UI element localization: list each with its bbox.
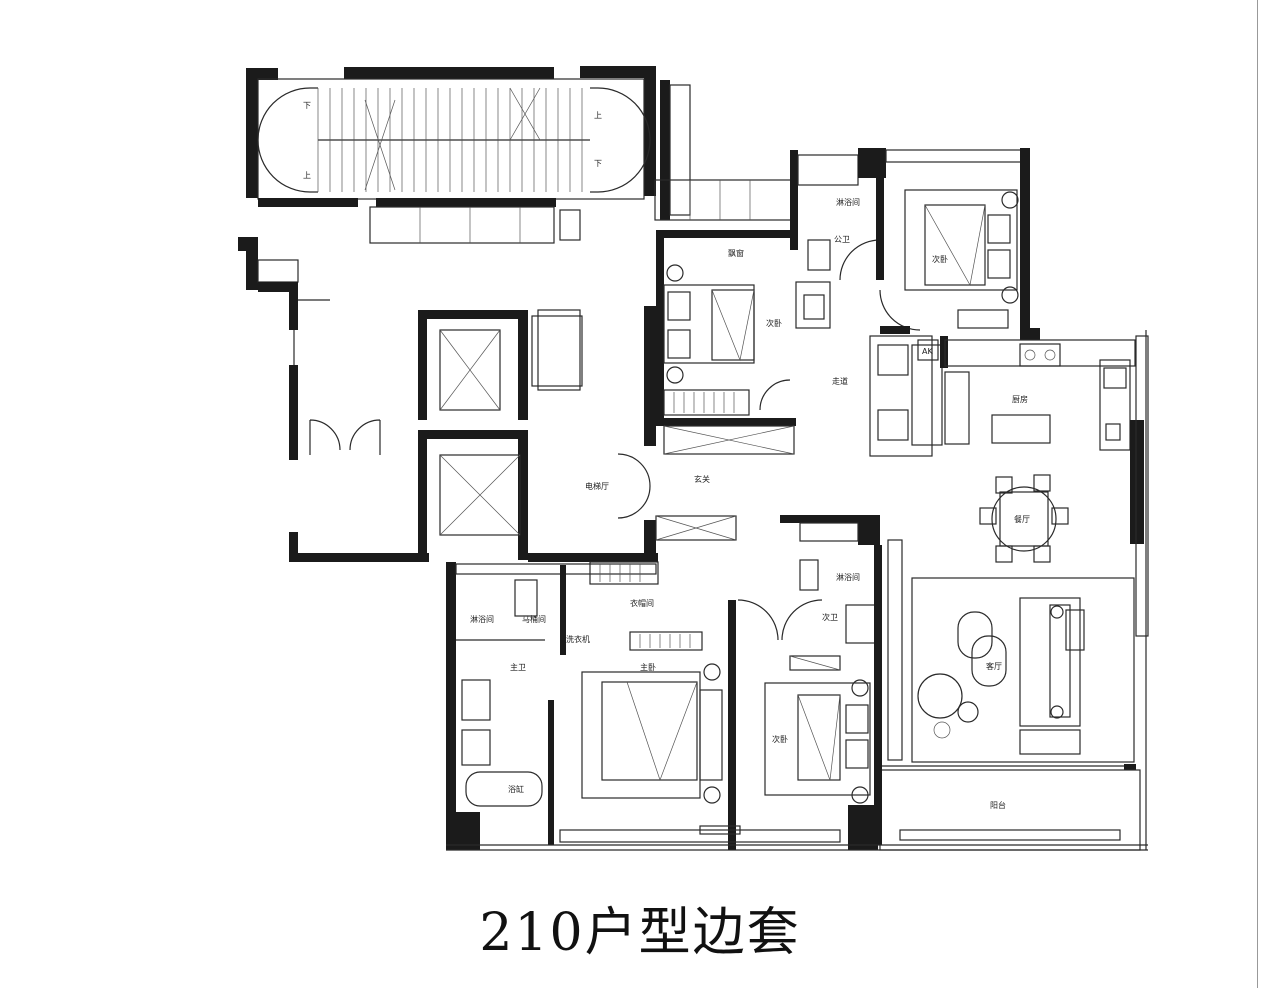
north-bedroom: 飘窗 次卧: [654, 80, 796, 455]
master-suite: 淋浴间 马桶间 洗衣机 衣帽间 主卫 浴缸 主卧: [446, 561, 841, 850]
toilet-master-label: 马桶间: [522, 614, 546, 624]
entrance-label: 玄关: [694, 474, 710, 484]
stairwell: 下 上 上 下: [246, 66, 656, 244]
kitchen-label: 厨房: [1012, 394, 1028, 404]
stair-down-label-left: 下: [303, 101, 311, 110]
stair-up-label-left: 上: [303, 171, 311, 180]
corridor-label: 走道: [832, 376, 848, 386]
bedroom-north-label: 次卧: [766, 318, 782, 328]
second-bath-label: 次卫: [822, 612, 838, 622]
dining-label: 餐厅: [1014, 515, 1030, 524]
northeast-suite: 淋浴间 公卫 次卧 走道: [790, 148, 1040, 386]
shower-master-label: 淋浴间: [470, 614, 494, 624]
kitchen-ak-label: AK: [922, 347, 933, 356]
elevator-area: 电梯厅 玄关: [238, 237, 710, 562]
balcony-label: 阳台: [990, 800, 1006, 810]
master-bath-label: 主卫: [510, 662, 526, 672]
south-bedroom: 淋浴间 次卫 次卧: [764, 515, 882, 850]
closet-label: 衣帽间: [630, 598, 654, 608]
bedroom-ne-label: 次卧: [932, 254, 948, 264]
elevator-hall-label: 电梯厅: [585, 481, 609, 491]
bedroom-south-label: 次卧: [772, 734, 788, 744]
floor-plan-drawing: 下 上 上 下: [238, 66, 1149, 851]
outer-walls: [446, 330, 1148, 851]
bathtub-label: 浴缸: [508, 784, 524, 794]
floor-plan: 下 上 上 下: [238, 66, 1149, 851]
living-room: 客厅 阳台: [879, 539, 1141, 851]
page-edge-line: [1257, 0, 1258, 988]
stair-up-label-right: 上: [594, 111, 602, 120]
kitchen-dining: AK 厨房 餐厅: [869, 335, 1149, 637]
stair-down-label-right: 下: [594, 159, 602, 168]
store-label: 飘窗: [728, 248, 744, 258]
master-bed-label: 主卧: [640, 662, 656, 672]
plan-caption: 210户型边套: [479, 903, 801, 963]
shower-second-label: 淋浴间: [836, 572, 860, 582]
wash-label: 洗衣机: [566, 634, 590, 644]
living-label: 客厅: [986, 661, 1002, 671]
public-bath-label: 公卫: [834, 235, 850, 244]
shower-top-label: 淋浴间: [836, 197, 860, 207]
